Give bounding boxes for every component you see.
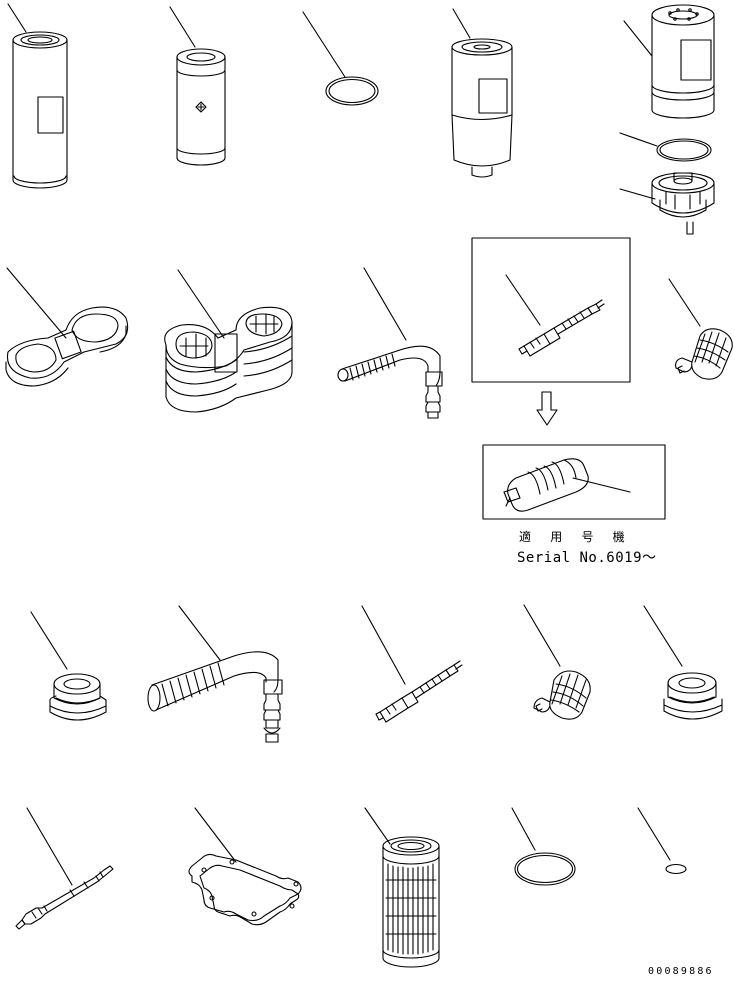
applicable-machine-label: 適 用 号 機	[519, 530, 631, 544]
pleated-filter-icon	[364, 807, 440, 968]
leader-line	[361, 605, 406, 685]
leader-line	[619, 188, 656, 200]
valve-icon	[668, 278, 733, 380]
leader-line	[177, 269, 225, 339]
sensor-icon	[482, 444, 666, 520]
o-ring-icon	[637, 807, 687, 875]
leader-line	[619, 132, 658, 147]
leader-line	[668, 278, 701, 327]
leader-line	[178, 605, 221, 661]
sensor-icon	[471, 237, 631, 383]
cylinder-element-icon	[169, 6, 226, 166]
cylinder-filter-icon	[7, 3, 68, 189]
filter-cartridge-icon	[623, 4, 715, 119]
leader-line	[302, 11, 346, 78]
filter-with-drain-icon	[451, 8, 513, 178]
leader-line	[364, 807, 391, 845]
leader-line	[30, 611, 68, 670]
valve-icon	[523, 604, 591, 720]
hose-elbow-icon	[147, 605, 283, 743]
bowl-icon	[619, 172, 715, 235]
leader-line	[523, 604, 561, 667]
o-ring-icon	[302, 11, 379, 106]
leader-line	[7, 3, 27, 33]
leader-line	[505, 274, 541, 326]
serial-number-label: Serial No.6019～	[517, 550, 657, 566]
rod-icon	[15, 807, 114, 930]
leader-line	[511, 807, 536, 851]
arrow-down-icon	[536, 391, 558, 426]
hose-elbow-icon	[337, 267, 443, 419]
leader-line	[363, 267, 407, 341]
wrench-icon	[5, 267, 129, 387]
leader-line	[643, 605, 683, 667]
o-ring-icon	[619, 132, 712, 162]
gasket-icon	[188, 807, 302, 926]
leader-line	[169, 6, 196, 48]
leader-line	[572, 477, 631, 493]
wrench-icon	[164, 269, 293, 413]
leader-line	[637, 807, 671, 861]
leader-line	[26, 807, 73, 886]
sensor-icon	[361, 605, 463, 723]
detail-box	[471, 237, 631, 383]
leader-line	[452, 8, 471, 39]
drawing-number: 00089886	[648, 966, 714, 977]
leader-line	[623, 20, 653, 57]
grommet-icon	[643, 605, 723, 720]
o-ring-icon	[511, 807, 576, 886]
leader-line	[194, 807, 237, 863]
grommet-icon	[30, 611, 107, 721]
detail-box	[482, 444, 666, 520]
leader-line	[6, 267, 67, 339]
